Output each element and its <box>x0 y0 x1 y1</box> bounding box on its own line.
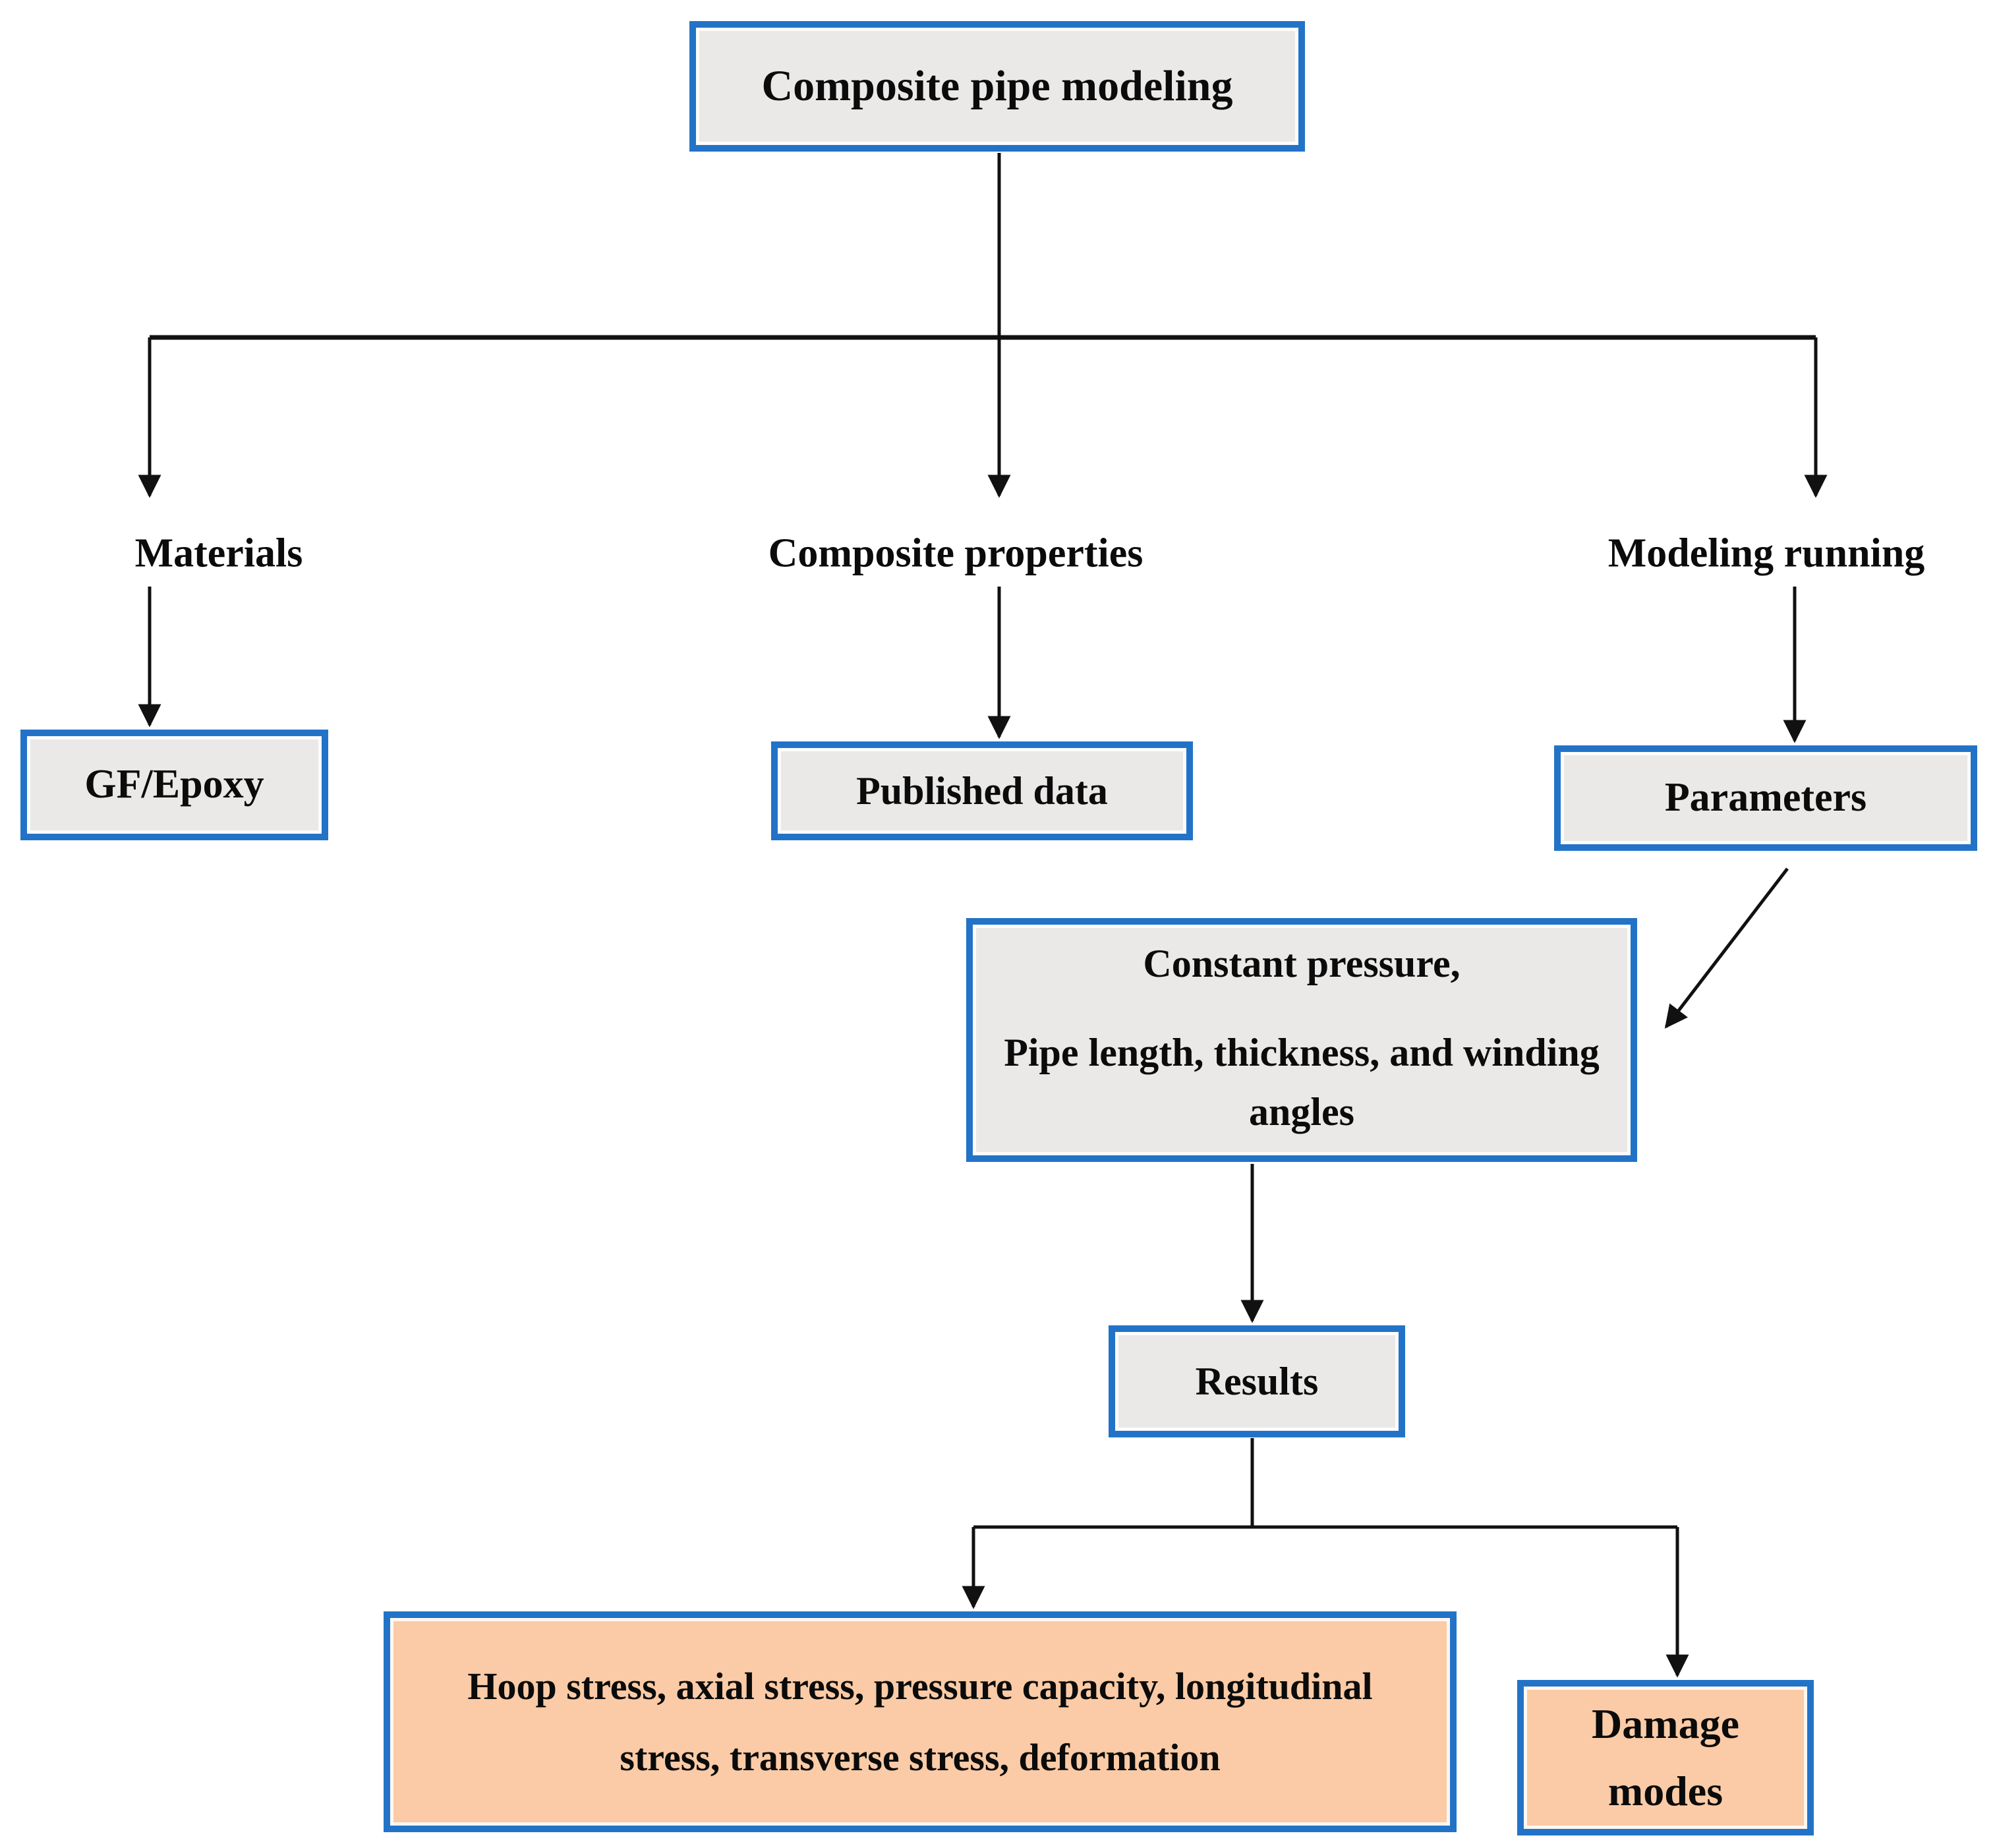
branch-label-modeling-running: Modeling running <box>1607 531 1925 576</box>
node-gf-epoxy: GF/Epoxy <box>20 730 328 840</box>
node-constant-pressure-line2: Pipe length, thickness, and winding angl… <box>1004 1030 1600 1134</box>
node-stress-outputs: Hoop stress, axial stress, pressure capa… <box>384 1611 1457 1832</box>
node-damage-modes-label: Damage modes <box>1592 1700 1739 1814</box>
node-parameters: Parameters <box>1554 745 1977 851</box>
arrow-parameters-to-constant-pressure <box>1664 867 1789 1029</box>
node-results: Results <box>1109 1325 1405 1437</box>
node-results-label: Results <box>1195 1359 1319 1403</box>
node-composite-pipe-modeling-label: Composite pipe modeling <box>761 61 1233 110</box>
node-gf-epoxy-label: GF/Epoxy <box>84 762 264 807</box>
node-stress-outputs-label: Hoop stress, axial stress, pressure capa… <box>467 1665 1373 1779</box>
node-parameters-label: Parameters <box>1664 775 1867 821</box>
branch-label-materials: Materials <box>134 531 303 576</box>
node-composite-pipe-modeling: Composite pipe modeling <box>689 21 1305 152</box>
node-published-data-label: Published data <box>856 768 1108 813</box>
node-constant-pressure: Constant pressure, Pipe length, thicknes… <box>966 918 1637 1162</box>
node-constant-pressure-line1: Constant pressure, <box>1143 941 1461 985</box>
branch-label-composite-properties: Composite properties <box>768 531 1143 576</box>
node-damage-modes: Damage modes <box>1517 1680 1814 1835</box>
node-published-data: Published data <box>771 741 1193 840</box>
